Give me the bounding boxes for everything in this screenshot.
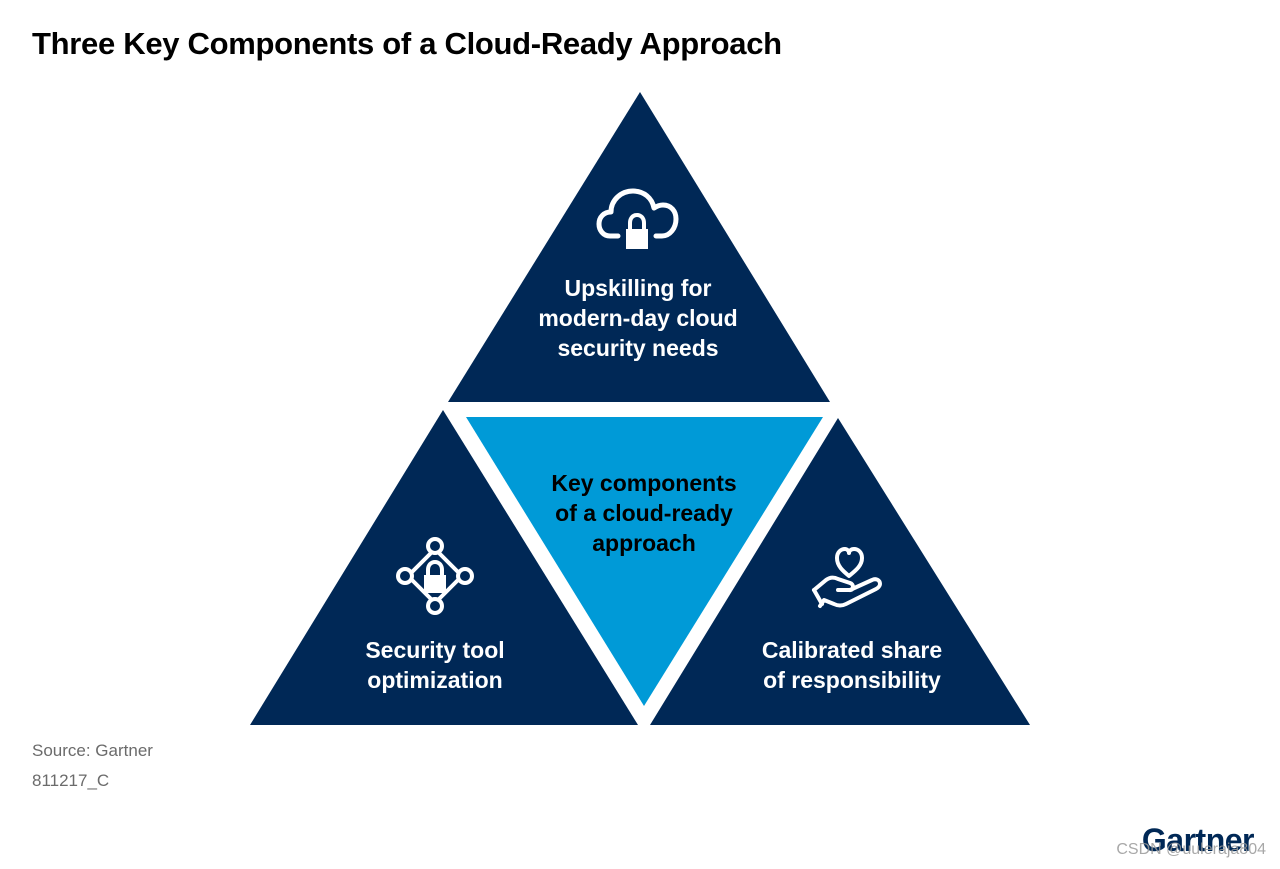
page-title: Three Key Components of a Cloud-Ready Ap… — [32, 26, 782, 61]
brand-logo: Gartner — [1141, 822, 1255, 858]
center-label: Key components of a cloud-ready approach — [551, 470, 737, 556]
triangle-bottom-left — [250, 410, 638, 725]
watermark: CSDN @uuleraja804 — [1116, 841, 1266, 858]
hand-heart-icon — [812, 547, 882, 608]
component-label-calibrated-share: Calibrated share of responsibility — [761, 637, 943, 693]
component-label-upskilling: Upskilling for modern-day cloud security… — [538, 275, 738, 361]
component-label-security-tool: Security tool optimization — [365, 637, 505, 693]
source-note: Source: Gartner — [32, 741, 153, 760]
network-lock-icon — [396, 537, 474, 615]
triangle-bottom-right — [650, 418, 1030, 725]
triangle-center — [466, 417, 823, 706]
cloud-lock-icon — [596, 188, 679, 249]
figure-code: 811217_C — [32, 771, 110, 790]
